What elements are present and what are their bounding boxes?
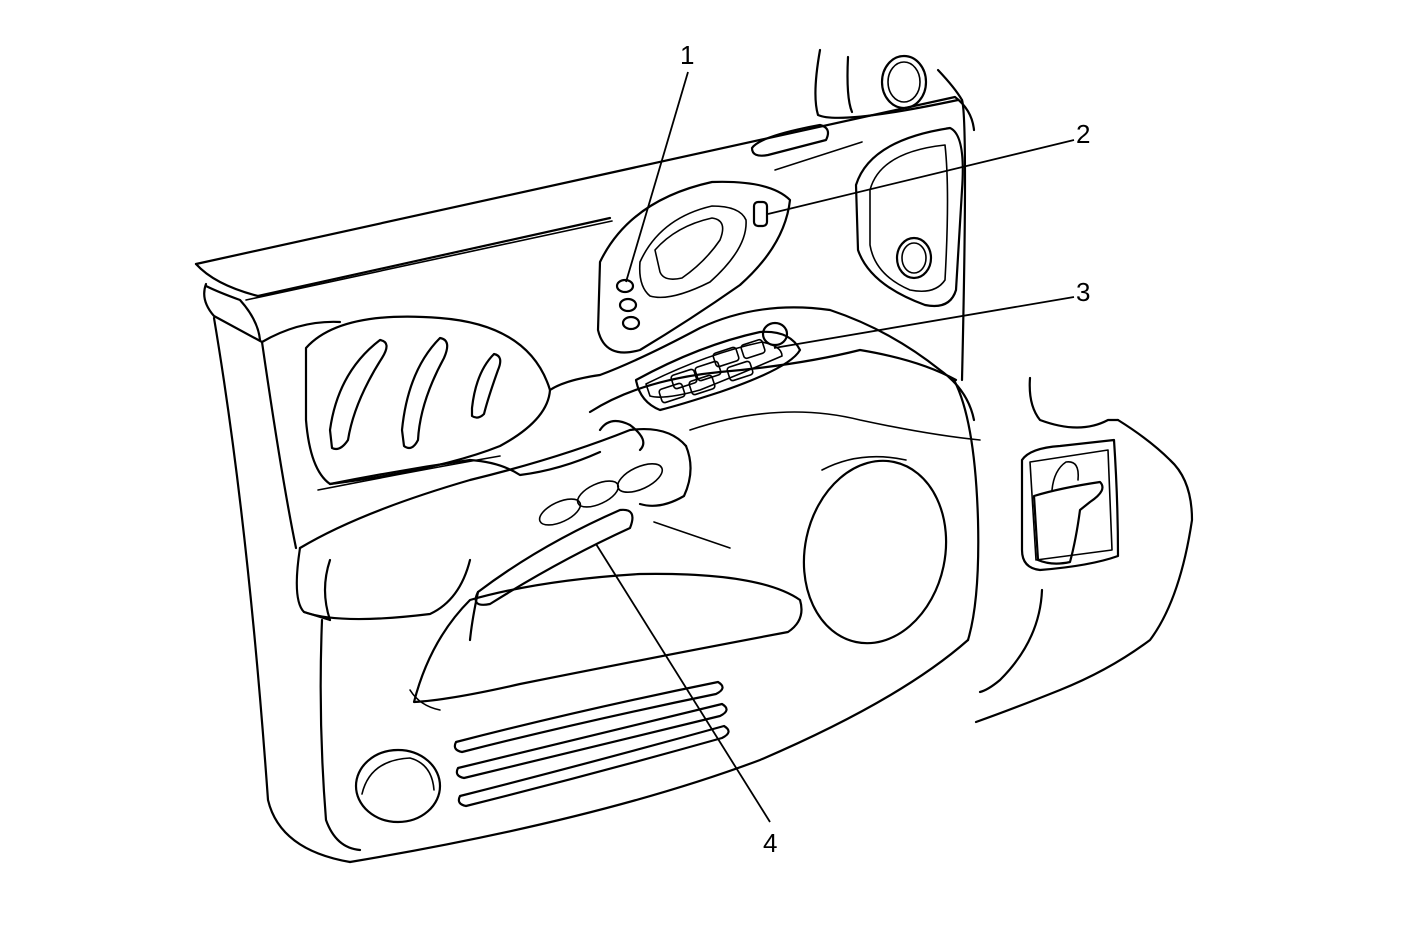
leader-4: [595, 543, 771, 823]
courtesy-lamp: [354, 748, 442, 824]
leader-lines: [595, 71, 1075, 823]
upper-vent-slot: [750, 123, 863, 171]
armrest: [295, 419, 731, 622]
door-speaker: [802, 455, 948, 645]
lower-grille: [453, 680, 730, 808]
b-pillar-opening: [974, 376, 1194, 724]
lock-button-icon: [615, 278, 635, 294]
callout-1: 1: [680, 40, 694, 70]
left-trim-pocket: [304, 315, 552, 491]
trim-contour: [260, 306, 981, 486]
mirror-corner-speaker: [880, 54, 928, 110]
callout-4: 4: [763, 828, 777, 858]
mirror-control-knob: [761, 321, 789, 347]
inside-handle-bezel: [596, 180, 792, 354]
leader-1: [625, 71, 689, 283]
map-pocket: [409, 572, 803, 711]
leader-2: [767, 139, 1075, 215]
leader-3: [773, 296, 1075, 349]
callout-2: 2: [1076, 119, 1090, 149]
door-lock-switch: [752, 200, 769, 228]
door-panel-outline: [194, 48, 980, 864]
tweeter-speaker-recess: [854, 126, 964, 308]
door-striker: [1032, 480, 1104, 565]
power-window-switch-panel: [634, 321, 802, 412]
pull-cup: [474, 508, 634, 606]
trim-lower-edge: [319, 618, 362, 852]
callouts: 1 2 3 4: [680, 40, 1090, 858]
callout-3: 3: [1076, 277, 1090, 307]
